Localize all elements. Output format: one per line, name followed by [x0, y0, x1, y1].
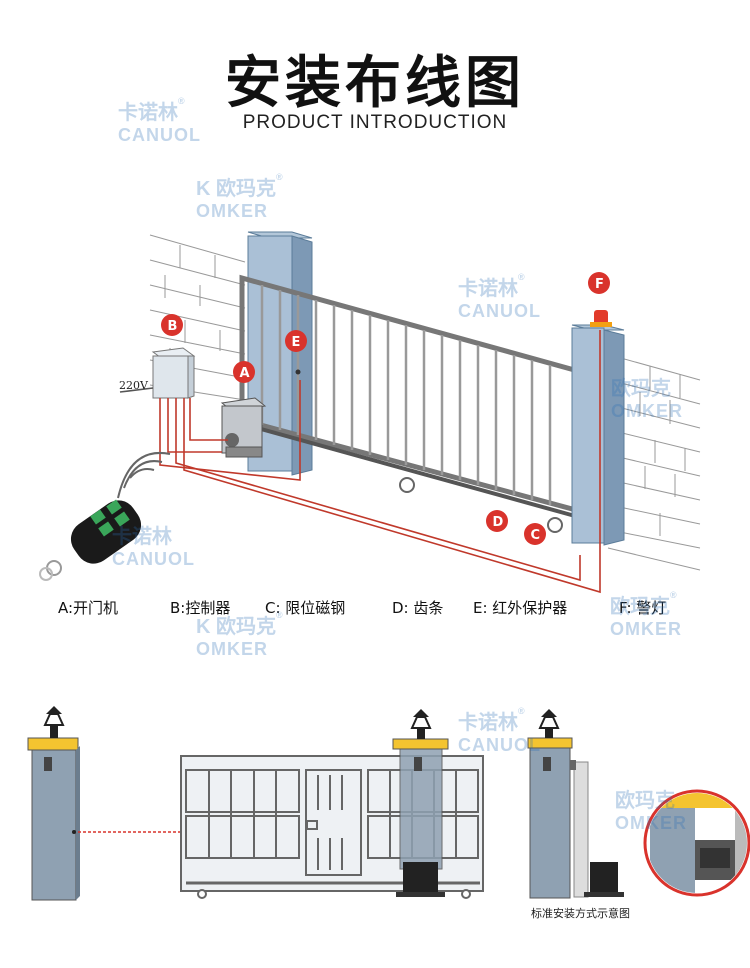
- legend-b: B:控制器: [170, 599, 231, 617]
- legend-e: E: 红外保护器: [473, 599, 568, 617]
- marker-b: B: [161, 314, 183, 336]
- post-lamp-right: [538, 709, 560, 738]
- middle-post: [392, 738, 449, 897]
- watermark-omker-1: K 欧玛克®OMKER: [196, 172, 283, 221]
- controller-box: [151, 347, 196, 399]
- bottom-gate: [180, 755, 484, 892]
- gate-motor: [220, 397, 267, 458]
- svg-text:E: E: [292, 335, 301, 350]
- marker-d: D: [486, 510, 508, 532]
- marker-f: F: [588, 272, 610, 294]
- warning-lamp: [590, 310, 612, 327]
- legend-c: C: 限位磁钢: [265, 599, 346, 617]
- gate-wheels: [399, 477, 563, 533]
- svg-text:C: C: [531, 528, 541, 543]
- right-post: [527, 737, 624, 899]
- watermark-canuol-4: 卡诺林®CANUOL: [458, 706, 541, 755]
- watermark-omker-3: K 欧玛克®OMKER: [196, 610, 283, 659]
- wireless-signal-icon: [117, 452, 171, 499]
- wiring: [119, 330, 601, 594]
- svg-text:A: A: [240, 366, 250, 381]
- right-pillar: [571, 324, 625, 546]
- left-post: [27, 737, 80, 901]
- watermark-canuol-1: 卡诺林®CANUOL: [118, 96, 201, 145]
- marker-e: E: [285, 330, 307, 352]
- voltage-label: 220V: [119, 379, 149, 392]
- wiring-diagram: 220V A B C D E F: [39, 231, 701, 594]
- left-brick-wall: [149, 234, 246, 401]
- watermark-omker-4: 欧玛克®OMKER: [610, 590, 682, 639]
- legend-f: F: 警灯: [619, 599, 667, 617]
- right-brick-wall: [607, 354, 701, 571]
- svg-text:B: B: [168, 319, 178, 334]
- post-lamp-middle: [410, 709, 432, 739]
- svg-text:F: F: [595, 277, 604, 292]
- page-subtitle: PRODUCT INTRODUCTION: [242, 112, 508, 133]
- legend-a: A:开门机: [58, 599, 119, 617]
- marker-c: C: [524, 523, 546, 545]
- page-title: 安装布线图: [225, 51, 525, 116]
- svg-text:D: D: [493, 515, 504, 530]
- gate-bars: [260, 285, 552, 505]
- installation-caption: 标准安装方式示意图: [531, 907, 630, 920]
- post-lamp-left: [43, 706, 65, 738]
- legend-d: D: 齿条: [392, 599, 444, 617]
- remote-control: [39, 499, 142, 581]
- gear-rack: [249, 424, 576, 518]
- watermark-canuol-2: 卡诺林®CANUOL: [458, 272, 541, 321]
- marker-a: A: [233, 361, 255, 383]
